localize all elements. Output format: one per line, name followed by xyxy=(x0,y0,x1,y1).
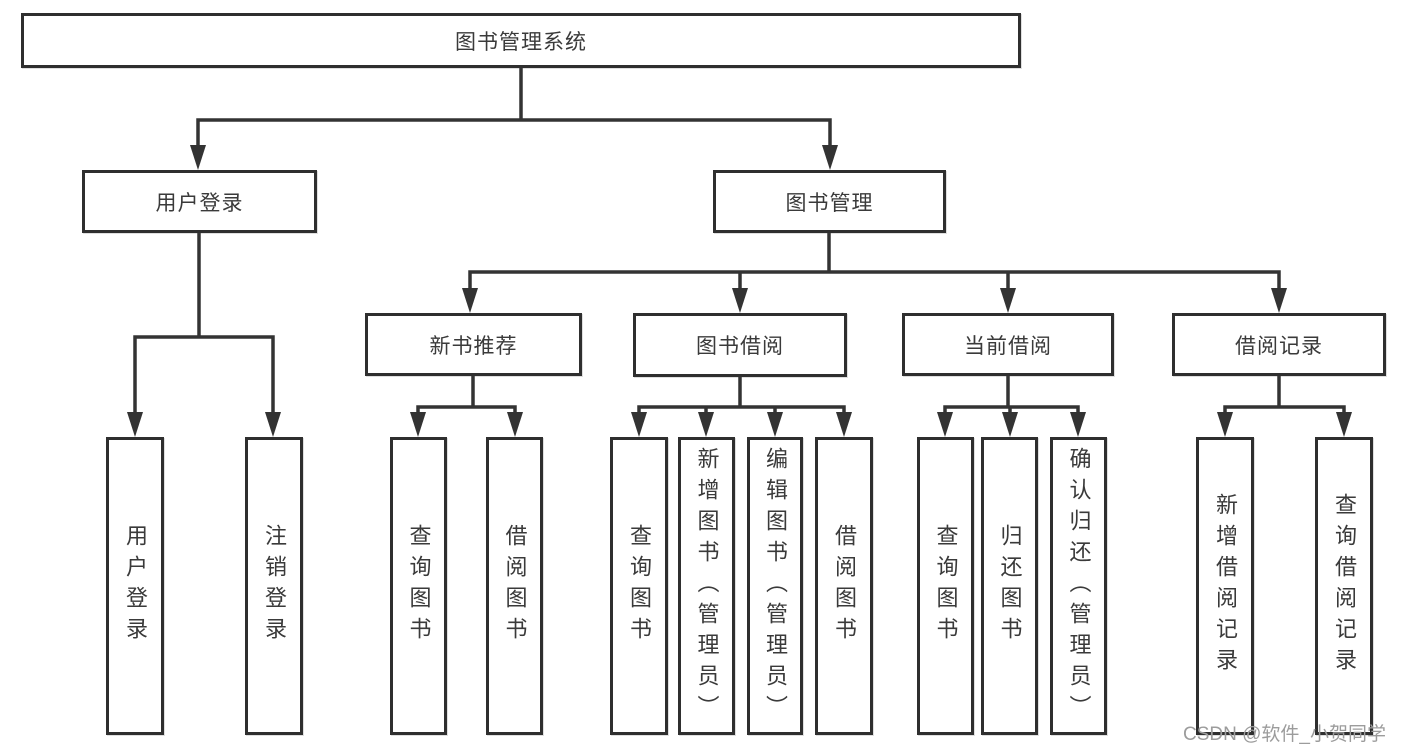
node-root: 图书管理系统 xyxy=(21,13,1021,68)
leaf-add-borrow-record: 新增借阅记录 xyxy=(1196,437,1254,735)
leaf-borrow-borrow-books-label: 借阅图书 xyxy=(832,524,857,648)
node-book-mgmt-label: 图书管理 xyxy=(785,191,874,215)
connector-borrow-records-children xyxy=(1217,374,1352,437)
node-borrow-records-label: 借阅记录 xyxy=(1235,334,1323,358)
leaf-add-books-admin-label: 新增图书（管理员） xyxy=(694,446,720,726)
node-current-borrow: 当前借阅 xyxy=(902,313,1114,376)
leaf-newbooks-borrow-books-label: 借阅图书 xyxy=(502,524,528,648)
leaf-confirm-return-admin: 确认归还（管理员） xyxy=(1050,437,1107,735)
node-book-borrow-label: 图书借阅 xyxy=(696,335,784,358)
leaf-borrow-query-books-label: 查询图书 xyxy=(627,524,652,648)
leaf-add-borrow-record-label: 新增借阅记录 xyxy=(1213,493,1238,679)
node-new-books: 新书推荐 xyxy=(365,313,582,376)
leaf-user-login-label: 用户登录 xyxy=(123,524,148,648)
leaf-add-books-admin: 新增图书（管理员） xyxy=(678,437,735,735)
connector-book-mgmt-to-level3 xyxy=(462,231,1287,313)
leaf-return-books: 归还图书 xyxy=(981,437,1038,735)
node-book-borrow: 图书借阅 xyxy=(633,313,847,377)
leaf-edit-books-admin: 编辑图书（管理员） xyxy=(747,437,803,735)
leaf-newbooks-query-books: 查询图书 xyxy=(390,437,447,735)
leaf-newbooks-query-books-label: 查询图书 xyxy=(406,524,432,648)
leaf-logout-login-label: 注销登录 xyxy=(262,524,287,648)
node-user-login: 用户登录 xyxy=(82,170,317,233)
node-book-mgmt: 图书管理 xyxy=(713,170,946,233)
leaf-user-login: 用户登录 xyxy=(106,437,164,735)
leaf-edit-books-admin-label: 编辑图书（管理员） xyxy=(763,446,788,726)
leaf-query-borrow-record-label: 查询借阅记录 xyxy=(1332,493,1357,679)
node-borrow-records: 借阅记录 xyxy=(1172,313,1386,376)
connector-user-login-children xyxy=(127,231,281,437)
leaf-return-books-label: 归还图书 xyxy=(997,524,1023,648)
leaf-borrow-borrow-books: 借阅图书 xyxy=(815,437,873,735)
leaf-current-query-books: 查询图书 xyxy=(917,437,974,735)
leaf-newbooks-borrow-books: 借阅图书 xyxy=(486,437,543,735)
node-root-label: 图书管理系统 xyxy=(455,30,587,54)
connector-new-books-children xyxy=(410,374,523,437)
node-user-login-label: 用户登录 xyxy=(155,191,244,215)
leaf-logout-login: 注销登录 xyxy=(245,437,303,735)
connector-current-borrow-children xyxy=(937,374,1086,437)
node-new-books-label: 新书推荐 xyxy=(429,334,518,358)
leaf-query-borrow-record: 查询借阅记录 xyxy=(1315,437,1373,735)
node-current-borrow-label: 当前借阅 xyxy=(964,334,1052,358)
leaf-borrow-query-books: 查询图书 xyxy=(610,437,668,735)
leaf-current-query-books-label: 查询图书 xyxy=(933,524,959,648)
leaf-confirm-return-admin-label: 确认归还（管理员） xyxy=(1066,446,1092,726)
connector-root-to-level2 xyxy=(190,66,838,170)
watermark: CSDN @软件_小贺同学 xyxy=(1183,724,1386,745)
connector-book-borrow-children xyxy=(631,375,852,437)
